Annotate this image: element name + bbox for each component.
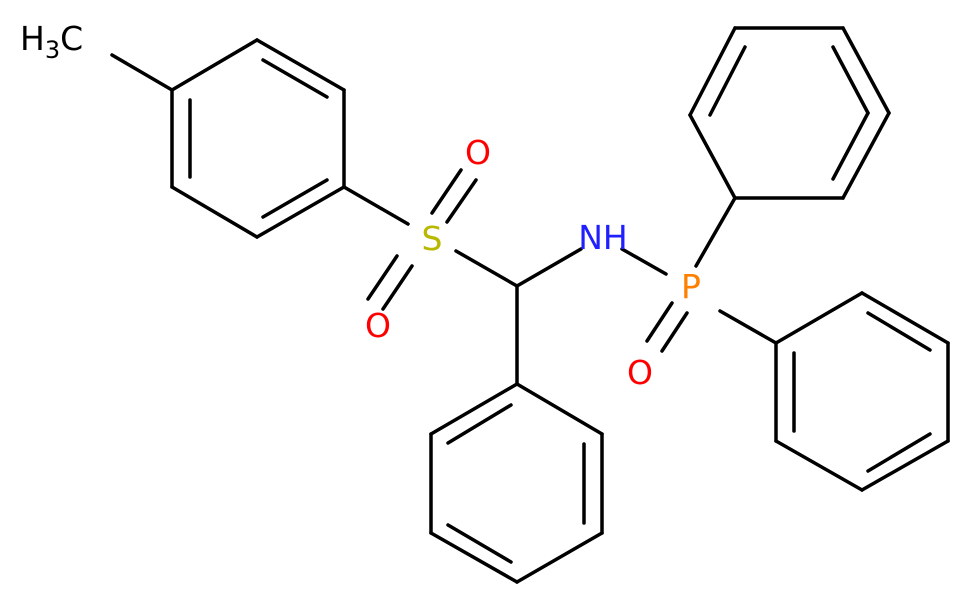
tolyl-ring [170, 38, 346, 239]
phenyl-ring-bottom [429, 382, 604, 584]
phosphorus-phenyl-right-bond [718, 309, 778, 345]
sulfonyl-o-top-double-bond [430, 168, 478, 224]
nitrogen-phosphorus-bond [620, 247, 668, 276]
methyl-bond [110, 53, 174, 92]
phosphoryl-o-label: O [627, 353, 653, 392]
methyl-label: H3C [20, 19, 83, 64]
aryl-sulfur-bond [342, 185, 410, 226]
phenyl-ring-right [774, 291, 950, 492]
phenyl-ring-top [688, 26, 891, 200]
sulfonyl-o-bottom-double-bond [366, 254, 414, 311]
phosphoryl-double-bond [645, 301, 689, 353]
phosphorus-phenyl-top-bond [694, 196, 737, 268]
sulfur-methine-bond [454, 249, 519, 288]
sulfonyl-o-top-label: O [465, 133, 491, 172]
amine-label: NH [578, 218, 628, 257]
methine-nitrogen-bond [515, 247, 583, 288]
phosphorus-label: P [681, 267, 701, 306]
sulfur-label: S [422, 219, 443, 258]
sulfonyl-o-bottom-label: O [365, 306, 391, 345]
